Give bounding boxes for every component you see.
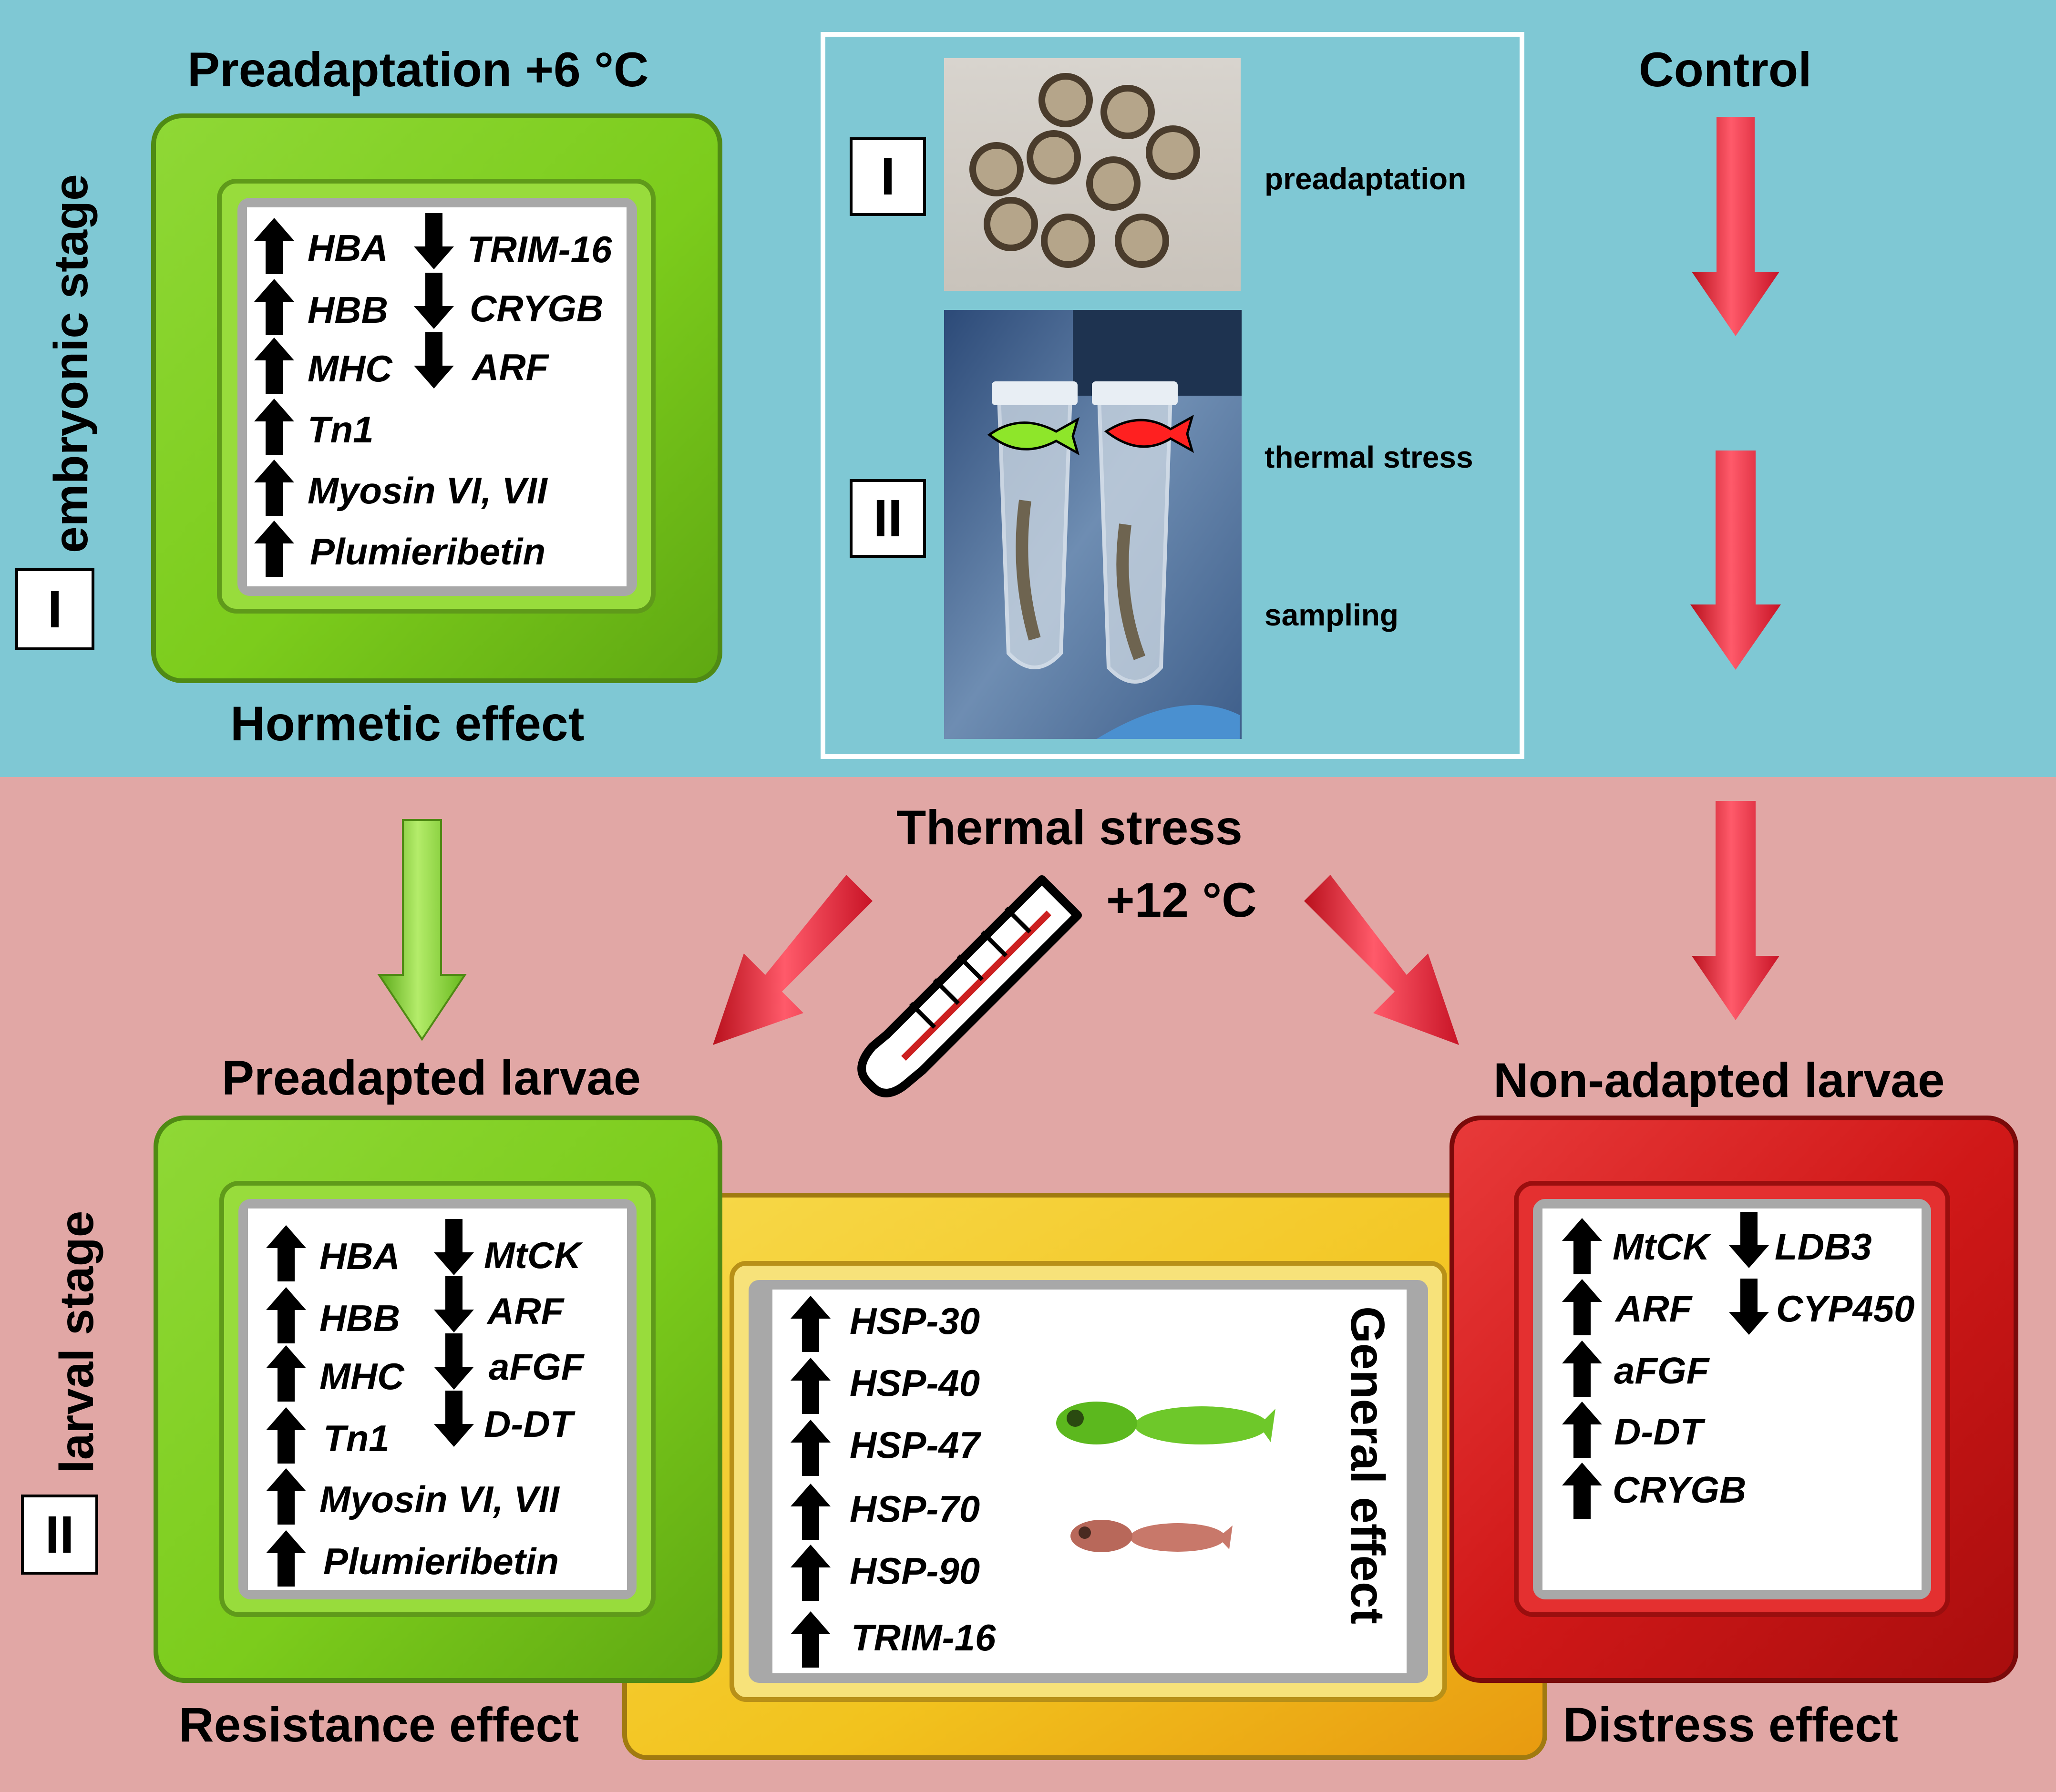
preadaptation-gene-arrows <box>254 213 454 577</box>
preadapted-down-gene: aFGF <box>489 1346 584 1388</box>
distress-effect-label: Distress effect <box>1563 1698 1898 1752</box>
preadapted-larvae-title: Preadapted larvae <box>222 1051 641 1105</box>
thermal-stress-title: Thermal stress <box>896 800 1243 855</box>
control-arrows <box>1690 117 1781 1020</box>
general-effect-label: General effect <box>1341 1306 1394 1624</box>
step-i-box: I <box>850 137 926 216</box>
step-i-roman: I <box>880 147 895 206</box>
preadaptation-step-label: preadaptation <box>1264 162 1467 196</box>
preadapted-up-gene: HBA <box>319 1235 400 1277</box>
preadaptation-up-gene: HBB <box>308 289 388 331</box>
non-adapted-up-gene: MtCK <box>1613 1226 1710 1268</box>
step-ii-roman: II <box>873 489 903 548</box>
preadaptation-up-gene: Tn1 <box>308 409 374 451</box>
non-adapted-up-gene: ARF <box>1615 1288 1692 1330</box>
preadapted-up-gene: Myosin VI, VII <box>319 1478 559 1520</box>
experiment-box <box>821 32 1524 759</box>
thermometer-icon <box>857 875 1082 1097</box>
stage-i-roman: I <box>47 580 62 639</box>
thermal-arrow-right <box>1304 875 1459 1045</box>
preadapted-up-gene: Plumieribetin <box>323 1540 559 1582</box>
preadaptation-down-gene: CRYGB <box>470 287 604 329</box>
thermal-stress-temp: +12 °C <box>1106 873 1257 927</box>
preadapted-down-gene: ARF <box>487 1290 564 1332</box>
larva-green-icon <box>1056 1402 1275 1444</box>
resistance-effect-label: Resistance effect <box>179 1698 579 1752</box>
preadapted-up-gene: HBB <box>319 1297 400 1339</box>
preadaptation-up-gene: HBA <box>308 227 388 269</box>
non-adapted-down-gene: CYP450 <box>1776 1288 1915 1330</box>
embryonic-stage-label: embryonic stage <box>44 174 98 553</box>
non-adapted-larvae-title: Non-adapted larvae <box>1493 1053 1945 1107</box>
thermal-arrow-left <box>713 875 873 1045</box>
larval-stage-label: larval stage <box>50 1210 103 1473</box>
general-up-gene: HSP-47 <box>850 1424 980 1466</box>
control-title: Control <box>1639 42 1812 97</box>
preadaptation-down-gene: TRIM-16 <box>467 228 612 270</box>
preadapted-up-gene: Tn1 <box>323 1417 390 1459</box>
hormetic-effect-label: Hormetic effect <box>230 696 585 751</box>
general-gene-arrows <box>791 1296 831 1668</box>
preadaptation-up-gene: Myosin VI, VII <box>308 470 547 512</box>
preadaptation-down-gene: ARF <box>472 346 549 388</box>
stage-ii-roman: II <box>45 1505 74 1564</box>
larva-red-icon <box>1070 1520 1233 1552</box>
preadapted-up-gene: MHC <box>319 1355 404 1397</box>
preadaptation-up-gene: MHC <box>308 348 392 389</box>
preadapted-gene-arrows <box>266 1219 474 1587</box>
general-up-gene: HSP-40 <box>850 1362 980 1404</box>
tube-shapes <box>992 381 1178 684</box>
red-fish-icon <box>1104 414 1194 453</box>
preadapted-down-gene: MtCK <box>484 1234 581 1276</box>
non-adapted-up-gene: CRYGB <box>1613 1469 1747 1511</box>
general-up-gene: TRIM-16 <box>851 1617 996 1659</box>
preadapted-down-gene: D-DT <box>484 1403 573 1445</box>
general-up-gene: HSP-30 <box>850 1300 980 1342</box>
non-adapted-up-gene: D-DT <box>1614 1411 1703 1453</box>
step-ii-box: II <box>850 479 926 558</box>
stage-ii-box: II <box>21 1495 98 1575</box>
general-up-gene: HSP-90 <box>850 1550 980 1592</box>
non-adapted-gene-arrows <box>1562 1212 1769 1519</box>
preadaptation-arrow <box>377 819 467 1041</box>
egg-shapes <box>969 73 1200 268</box>
preadaptation-up-gene: Plumieribetin <box>310 531 546 573</box>
non-adapted-down-gene: LDB3 <box>1775 1226 1872 1268</box>
preadaptation-title: Preadaptation +6 °C <box>187 42 649 97</box>
stage-i-box: I <box>15 568 94 650</box>
green-fish-icon <box>987 417 1080 456</box>
sampling-step-label: sampling <box>1264 598 1398 632</box>
thermal-stress-step-label: thermal stress <box>1264 440 1473 474</box>
non-adapted-up-gene: aFGF <box>1614 1350 1709 1392</box>
general-up-gene: HSP-70 <box>850 1488 980 1530</box>
